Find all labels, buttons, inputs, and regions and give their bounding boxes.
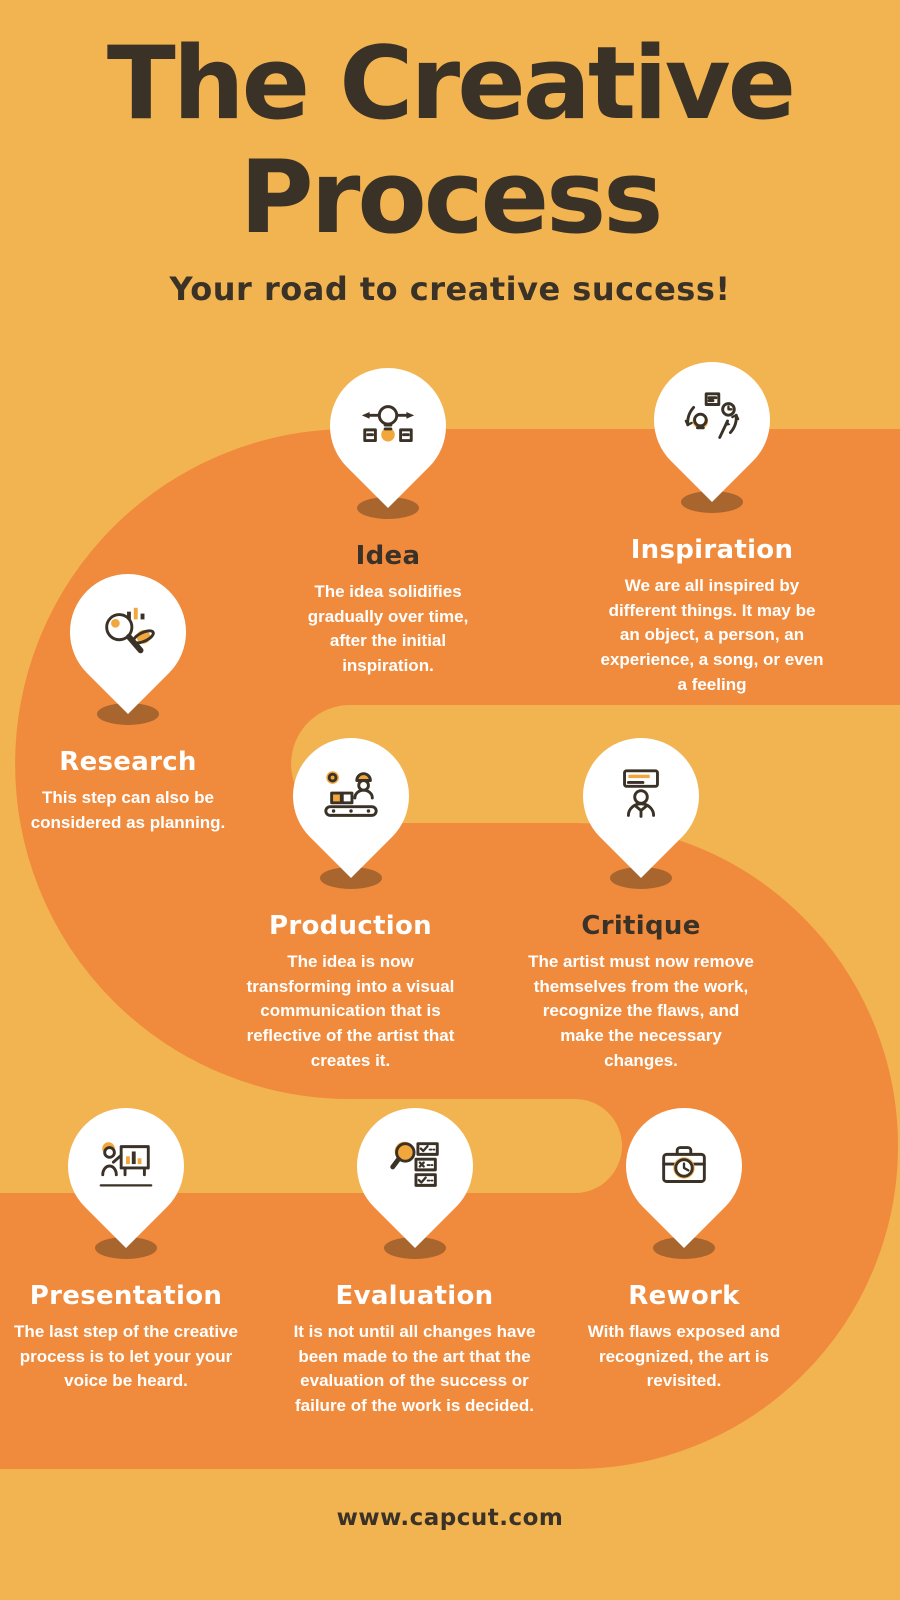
step-production: Production The idea is now transforming …: [233, 713, 468, 1073]
reviewer-person-icon: [609, 764, 673, 828]
bulb-idea-cycle-icon: [680, 388, 744, 452]
lightbulb-with-pencils-icon: [356, 394, 420, 458]
step-description: The idea is now transforming into a visu…: [246, 952, 455, 1070]
step-idea: Idea The idea solidifies gradually over …: [290, 343, 486, 679]
briefcase-clock-icon: [652, 1134, 716, 1198]
step-title: Inspiration: [630, 535, 794, 565]
presenter-whiteboard-icon: [94, 1134, 158, 1198]
step-title: Production: [269, 911, 432, 941]
step-title: Evaluation: [335, 1281, 494, 1311]
map-pin: [332, 1083, 497, 1249]
step-description: The artist must now remove themselves fr…: [528, 952, 754, 1070]
map-pin: [558, 713, 724, 879]
step-description: This step can also be considered as plan…: [30, 788, 226, 832]
step-rework: Rework With flaws exposed and recognized…: [579, 1083, 789, 1394]
page-subtitle: Your road to creative success!: [169, 270, 731, 309]
step-title: Presentation: [29, 1281, 223, 1311]
step-description: We are all inspired by different things.…: [600, 576, 824, 694]
map-pin: [45, 549, 211, 715]
step-title: Critique: [581, 911, 701, 941]
magnifier-checklist-icon: [383, 1134, 447, 1198]
step-description: With flaws exposed and recognized, the a…: [587, 1322, 781, 1391]
map-pin: [268, 713, 433, 879]
step-presentation: Presentation The last step of the creati…: [6, 1083, 246, 1394]
step-research: Research This step can also be considere…: [30, 549, 226, 835]
step-critique: Critique The artist must now remove them…: [528, 713, 754, 1073]
page-title-line2: Process: [239, 138, 664, 257]
step-inspiration: Inspiration We are all inspired by diffe…: [599, 337, 825, 697]
step-title: Idea: [355, 541, 421, 571]
map-pin: [43, 1083, 209, 1249]
step-description: The last step of the creative process is…: [14, 1322, 238, 1391]
step-title: Research: [59, 747, 197, 777]
map-pin: [629, 337, 795, 503]
conveyor-worker-icon: [319, 764, 383, 828]
step-evaluation: Evaluation It is not until all changes h…: [292, 1083, 537, 1419]
magnifier-with-chart-icon: [96, 600, 160, 664]
map-pin: [601, 1083, 767, 1249]
step-description: It is not until all changes have been ma…: [293, 1322, 536, 1415]
step-description: The idea solidifies gradually over time,…: [307, 582, 469, 675]
map-pin: [305, 343, 471, 509]
step-title: Rework: [628, 1281, 740, 1311]
footer-url: www.capcut.com: [336, 1505, 564, 1531]
page-title-line1: The Creative: [106, 24, 796, 142]
